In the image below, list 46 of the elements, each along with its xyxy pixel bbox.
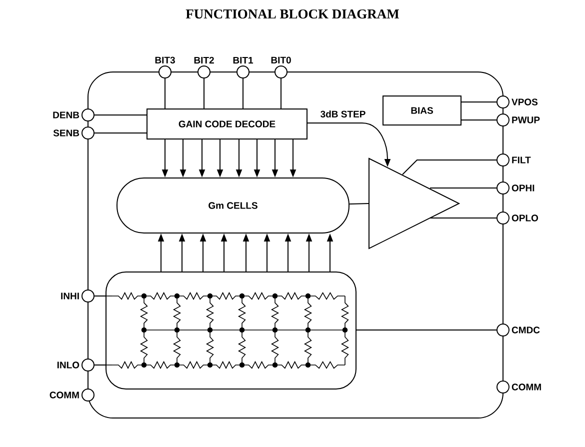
pin: VPOS (496, 96, 538, 108)
node-label: OPLO (512, 214, 538, 222)
pin: BIT0 (271, 56, 291, 78)
pin: CMDC (496, 324, 540, 336)
connector-line (402, 160, 497, 175)
node-label: DENB (53, 112, 80, 118)
bias-box: BIAS (382, 96, 462, 126)
node-label: SENB (53, 130, 80, 136)
decoder-box: GAIN CODE DECODE (146, 108, 308, 140)
pin: INLO (57, 358, 94, 372)
pin: INHI (61, 290, 94, 302)
node-label: BIT1 (233, 56, 254, 64)
pin: OPLO (496, 212, 538, 224)
pin: COMM (50, 388, 94, 402)
node-label: BIT3 (155, 56, 175, 64)
node-label: VPOS (512, 98, 538, 106)
connector-line (242, 78, 244, 109)
gm-cells-block: Gm CELLS (116, 178, 350, 234)
node-label: COMM (512, 384, 541, 390)
connector-line (280, 78, 282, 109)
pin: DENB (53, 108, 94, 122)
connector-line (94, 132, 147, 134)
pin: BIT1 (233, 56, 254, 78)
connector-line (164, 78, 166, 109)
pin: COMM (496, 380, 541, 394)
node-label: BIT0 (271, 56, 291, 64)
pin: BIT3 (155, 56, 175, 78)
node-label: COMM (50, 392, 79, 398)
title: FUNCTIONAL BLOCK DIAGRAM (186, 9, 399, 19)
edge-label: 3dB STEP (319, 110, 367, 118)
pin: BIT2 (194, 56, 214, 78)
connector-line (349, 203, 370, 204)
pin: FILT (496, 154, 531, 166)
pin: OPHI (496, 182, 534, 194)
node-label: PWUP (512, 116, 540, 124)
node-label: CMDC (512, 326, 540, 334)
node-label: INLO (57, 362, 80, 368)
connector-line (94, 114, 147, 116)
node-label: INHI (61, 292, 79, 300)
pin: SENB (53, 126, 94, 140)
node-label: OPHI (512, 184, 534, 192)
pin: PWUP (496, 114, 540, 126)
resistor-ladder-box (106, 272, 356, 390)
connector-line (94, 364, 106, 366)
node-label: FILT (512, 156, 531, 164)
node-label: BIT2 (194, 56, 214, 64)
